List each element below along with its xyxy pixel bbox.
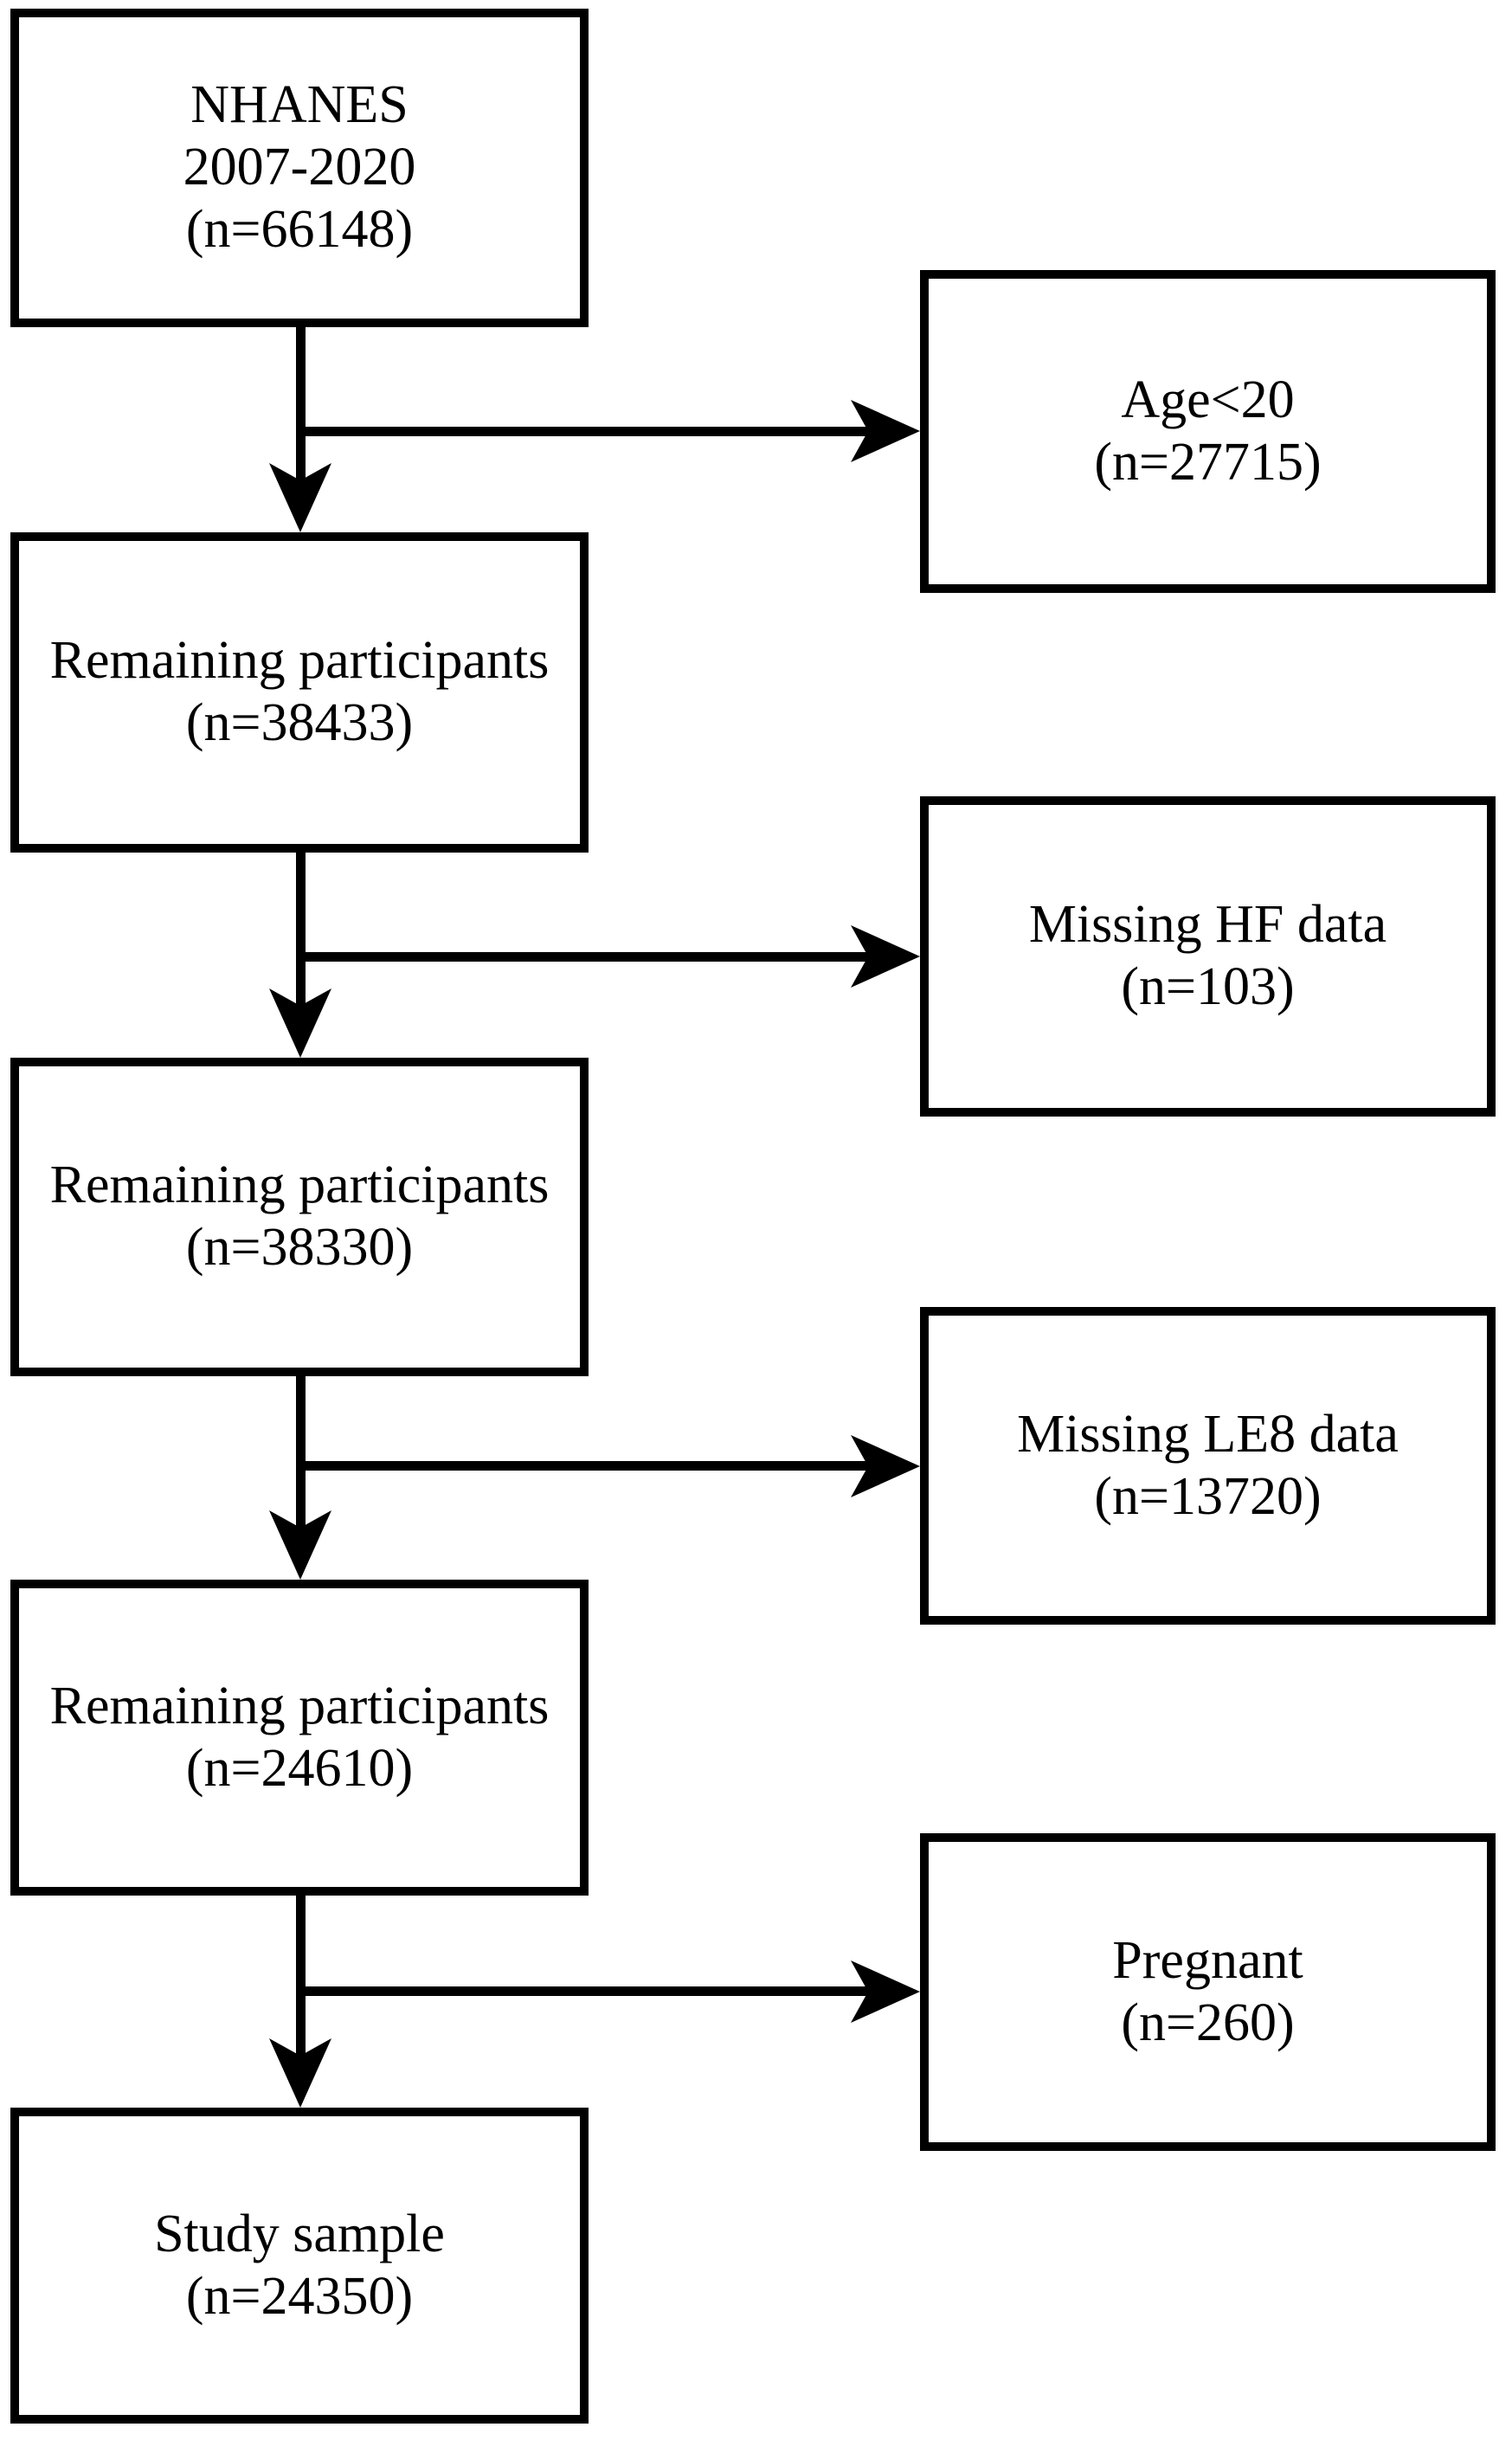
connector-line-branch-age bbox=[296, 427, 868, 436]
connector-line-down-4 bbox=[296, 1896, 306, 2056]
connector-line-branch-pregnant bbox=[296, 1986, 868, 1996]
box-text-line: (n=38433) bbox=[185, 693, 414, 752]
flow-box-remaining-24610: Remaining participants (n=24610) bbox=[10, 1580, 589, 1896]
arrow-right-icon bbox=[851, 400, 920, 462]
box-text-line: (n=260) bbox=[1121, 1993, 1295, 2052]
box-text-line: (n=24350) bbox=[185, 2266, 414, 2326]
flow-box-missing-hf-data: Missing HF data (n=103) bbox=[920, 796, 1496, 1117]
box-text-line: Remaining participants bbox=[49, 1676, 550, 1735]
box-text-line: NHANES bbox=[190, 75, 409, 135]
box-text-line: (n=13720) bbox=[1094, 1466, 1322, 1526]
flow-box-remaining-38330: Remaining participants (n=38330) bbox=[10, 1058, 589, 1376]
connector-line-branch-missing-hf bbox=[296, 952, 868, 962]
box-text-line: (n=103) bbox=[1121, 957, 1295, 1016]
flow-box-age-under-20: Age<20 (n=27715) bbox=[920, 270, 1496, 593]
connector-line-branch-missing-le8 bbox=[296, 1461, 868, 1471]
flow-box-missing-le8-data: Missing LE8 data (n=13720) bbox=[920, 1307, 1496, 1625]
flow-box-remaining-38433: Remaining participants (n=38433) bbox=[10, 532, 589, 853]
box-text-line: (n=66148) bbox=[185, 199, 414, 259]
flow-box-study-sample: Study sample (n=24350) bbox=[10, 2108, 589, 2424]
arrow-right-icon bbox=[851, 1960, 920, 2023]
box-text-line: Study sample bbox=[154, 2204, 445, 2263]
flow-box-pregnant: Pregnant (n=260) bbox=[920, 1833, 1496, 2151]
arrow-down-icon bbox=[269, 988, 331, 1058]
arrow-down-icon bbox=[269, 1510, 331, 1580]
arrow-down-icon bbox=[269, 463, 331, 532]
box-text-line: (n=24610) bbox=[185, 1738, 414, 1798]
connector-line-down-2 bbox=[296, 853, 306, 1006]
box-text-line: Age<20 bbox=[1121, 370, 1295, 429]
box-text-line: Remaining participants bbox=[49, 631, 550, 691]
arrow-right-icon bbox=[851, 925, 920, 988]
arrow-down-icon bbox=[269, 2038, 331, 2108]
box-text-line: Pregnant bbox=[1112, 1930, 1303, 1990]
box-text-line: (n=27715) bbox=[1094, 432, 1322, 492]
connector-line-down-3 bbox=[296, 1376, 306, 1528]
box-text-line: Missing LE8 data bbox=[1017, 1404, 1399, 1464]
box-text-line: Remaining participants bbox=[49, 1156, 550, 1215]
box-text-line: Missing HF data bbox=[1028, 895, 1387, 955]
connector-line-down-1 bbox=[296, 327, 306, 480]
box-text-line: (n=38330) bbox=[185, 1218, 414, 1277]
arrow-right-icon bbox=[851, 1435, 920, 1497]
flow-box-nhanes: NHANES 2007-2020 (n=66148) bbox=[10, 9, 589, 327]
box-text-line: 2007-2020 bbox=[183, 138, 416, 197]
